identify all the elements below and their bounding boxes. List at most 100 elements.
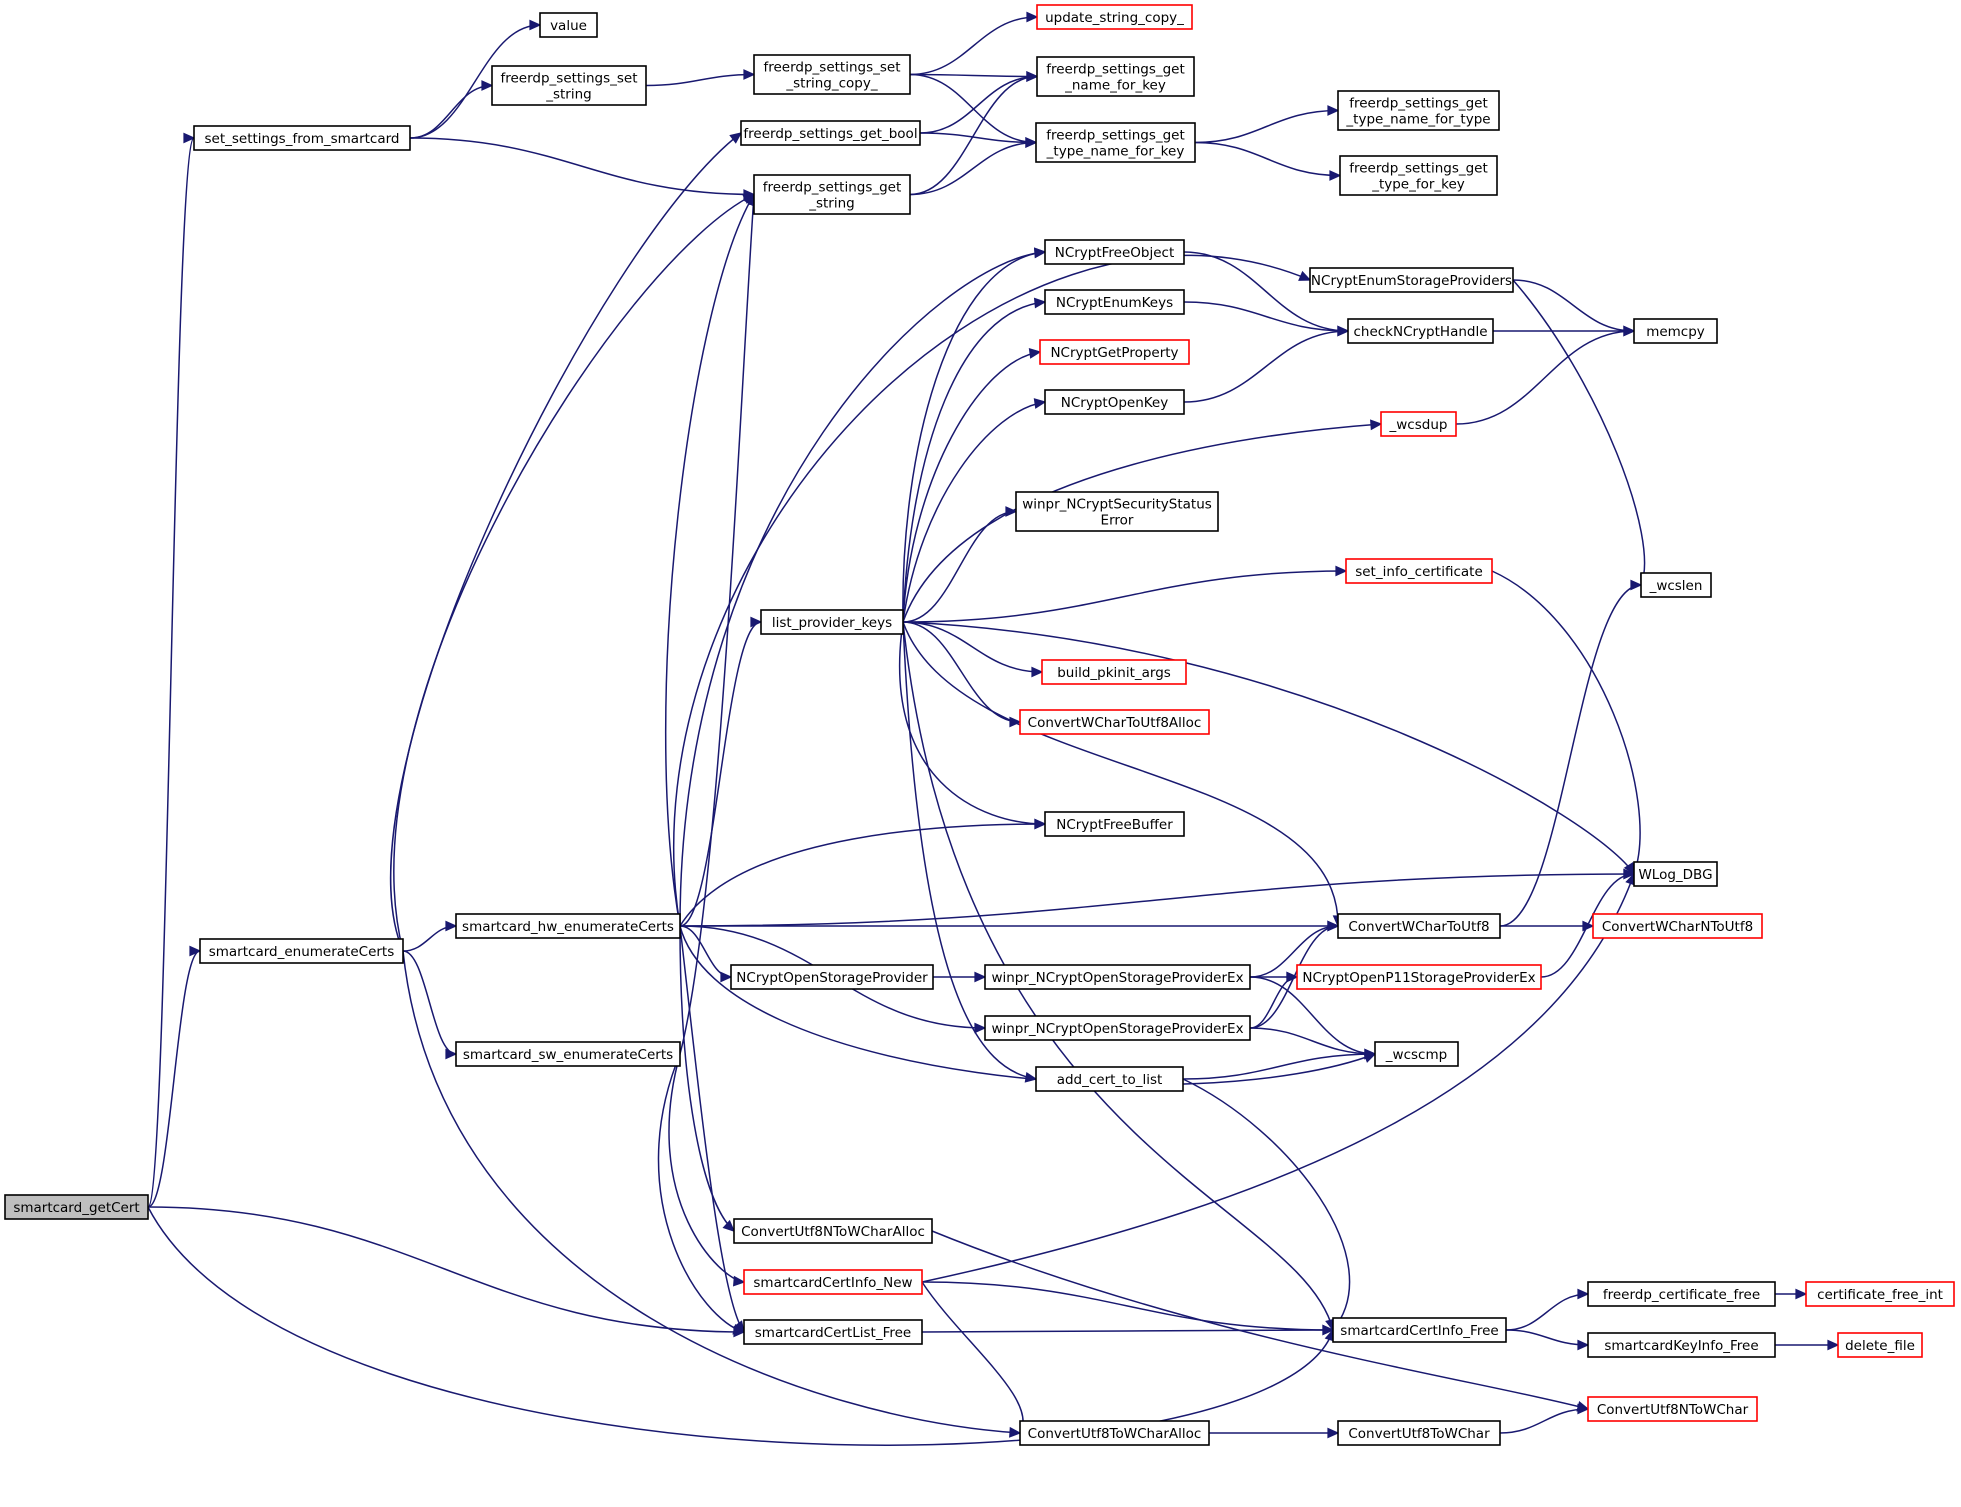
node-label: freerdp_settings_set (763, 60, 900, 76)
node-freerdp-settings-get-name-for-key[interactable]: freerdp_settings_get_name_for_key (1036, 56, 1195, 97)
edge-line (409, 24, 541, 139)
edge-line (679, 925, 745, 1333)
arrowhead-icon (1370, 419, 1383, 431)
arrowhead-icon (1630, 579, 1643, 591)
node-label: ConvertUtf8NToWCharAlloc (741, 1224, 925, 1240)
node-label: ConvertWCharToUtf8Alloc (1028, 715, 1202, 731)
edge-set_settings_from_smartcard-to-value (409, 19, 542, 139)
edge-freerdp_settings_get_type_name_for_key-to-freerdp_settings_get_type_name_for_type (1194, 105, 1340, 144)
node-box (733, 1218, 933, 1244)
arrowhead-icon (732, 1323, 746, 1335)
node-box (1374, 1041, 1459, 1067)
node-winpr-ncryptopenstorageproviderex-2[interactable]: winpr_NCryptOpenStorageProviderEx (984, 1015, 1251, 1041)
node-freerdp-settings-get-type-name-for-type[interactable]: freerdp_settings_get_type_name_for_type (1337, 90, 1500, 131)
node-convertwchartoutf8[interactable]: ConvertWCharToUtf8 (1337, 913, 1501, 939)
node-memcpy[interactable]: memcpy (1633, 318, 1718, 344)
edge-ConvertWCharToUtf8-to-_wcslen (1499, 579, 1643, 927)
node-convertutf8ntowchar[interactable]: ConvertUtf8NToWChar (1587, 1396, 1758, 1422)
arrowhead-icon (1623, 868, 1636, 880)
node-checkncrypthandle[interactable]: checkNCryptHandle (1347, 318, 1494, 344)
node-label: smartcardCertInfo_Free (1340, 1323, 1498, 1339)
edge-list_provider_keys-to-add_cert_to_list (902, 621, 1038, 1083)
node-label: freerdp_settings_get (1349, 96, 1488, 112)
node-label: NCryptEnumKeys (1056, 295, 1173, 311)
node-add-cert-to-list[interactable]: add_cert_to_list (1035, 1066, 1184, 1092)
node-set-info-certificate[interactable]: set_info_certificate (1345, 558, 1493, 584)
node-label: _string_copy_ (785, 76, 877, 92)
node-smartcardcertinfo-free[interactable]: smartcardCertInfo_Free (1332, 1317, 1507, 1343)
arrowhead-icon (1329, 170, 1342, 181)
edge-line (1194, 141, 1341, 177)
node-label: smartcard_sw_enumerateCerts (463, 1047, 673, 1063)
node-smartcard-hw-enumeratecerts[interactable]: smartcard_hw_enumerateCerts (455, 913, 681, 939)
arrowhead-icon (1031, 666, 1044, 678)
node-freerdp-settings-get-bool[interactable]: freerdp_settings_get_bool (740, 120, 921, 146)
node-smartcardcertinfo-new[interactable]: smartcardCertInfo_New (743, 1269, 923, 1295)
arrowhead-icon (529, 19, 542, 31)
node-convertutf8towcharalloc[interactable]: ConvertUtf8ToWCharAlloc (1019, 1420, 1210, 1446)
node-freerdp-settings-get-type-name-for-key[interactable]: freerdp_settings_get_type_name_for_key (1035, 122, 1196, 163)
edge-list_provider_keys-to-winpr_NCryptSecurityStatusError (902, 506, 1018, 623)
edge-NCryptOpenStorageProvider-to-winpr_NCryptOpenStorageProviderEx_1 (933, 971, 987, 983)
arrowhead-icon (720, 971, 733, 983)
edge-line (921, 1329, 1334, 1333)
edge-line (1455, 330, 1635, 425)
node-ncryptenumkeys[interactable]: NCryptEnumKeys (1044, 289, 1185, 315)
node-label: NCryptFreeBuffer (1056, 817, 1173, 833)
edge-list_provider_keys-to-set_info_certificate (902, 565, 1348, 623)
node-ncryptfreebuffer[interactable]: NCryptFreeBuffer (1044, 811, 1185, 837)
edge-line (1183, 301, 1349, 332)
node-build-pkinit-args[interactable]: build_pkinit_args (1041, 659, 1187, 685)
node-ncryptopenkey[interactable]: NCryptOpenKey (1044, 389, 1185, 415)
node-smartcard-sw-enumeratecerts[interactable]: smartcard_sw_enumerateCerts (455, 1041, 681, 1067)
node-box (1337, 1420, 1501, 1446)
arrowhead-icon (1327, 105, 1340, 116)
node-label: NCryptOpenP11StorageProviderEx (1302, 970, 1535, 986)
edge-line (679, 873, 1635, 927)
edge-line (902, 401, 1046, 623)
arrowhead-icon (183, 132, 196, 144)
node-list-provider-keys[interactable]: list_provider_keys (760, 609, 904, 635)
node-convertutf8ntowcharalloc[interactable]: ConvertUtf8NToWCharAlloc (733, 1218, 933, 1244)
node-ncryptopenstorageprovider[interactable]: NCryptOpenStorageProvider (730, 964, 934, 990)
node-freerdp-certificate-free[interactable]: freerdp_certificate_free (1587, 1281, 1776, 1307)
node-update-string-copy-[interactable]: update_string_copy_ (1036, 4, 1193, 30)
edge-NCryptEnumStorageProviders-to-memcpy (1512, 279, 1636, 337)
node-label: winpr_NCryptOpenStorageProviderEx (991, 970, 1243, 986)
node-winpr-ncryptopenstorageproviderex-1[interactable]: winpr_NCryptOpenStorageProviderEx (984, 964, 1251, 990)
node-certificate-free-int[interactable]: certificate_free_int (1805, 1281, 1955, 1307)
edge-line (902, 510, 1017, 623)
node-smartcard-enumeratecerts[interactable]: smartcard_enumerateCerts (199, 938, 404, 964)
node-wlog-dbg[interactable]: WLog_DBG (1633, 861, 1718, 887)
node-convertutf8towchar[interactable]: ConvertUtf8ToWChar (1337, 1420, 1501, 1446)
node-smartcardkeyinfo-free[interactable]: smartcardKeyInfo_Free (1587, 1332, 1776, 1358)
node-set-settings-from-smartcard[interactable]: set_settings_from_smartcard (193, 125, 411, 151)
node-freerdp-settings-set-string-copy-[interactable]: freerdp_settings_set_string_copy_ (753, 54, 911, 95)
node-smartcardcertlist-free[interactable]: smartcardCertList_Free (743, 1319, 923, 1345)
edge-NCryptEnumStorageProviders-to-_wcslen (1512, 279, 1651, 587)
node--wcscmp[interactable]: _wcscmp (1374, 1041, 1459, 1067)
node-box (1345, 558, 1493, 584)
node-box (1640, 572, 1712, 598)
node-freerdp-settings-get-string[interactable]: freerdp_settings_get_string (753, 174, 911, 215)
node-box (1019, 709, 1210, 735)
node-value[interactable]: value (539, 12, 598, 38)
edge-list_provider_keys-to-NCryptFreeBuffer (898, 621, 1047, 830)
node-convertwchartoutf8alloc[interactable]: ConvertWCharToUtf8Alloc (1019, 709, 1210, 735)
node-label: freerdp_settings_get (1046, 128, 1185, 144)
node-label: NCryptEnumStorageProviders (1311, 273, 1512, 289)
node--wcsdup[interactable]: _wcsdup (1380, 411, 1457, 437)
node-freerdp-settings-set-string[interactable]: freerdp_settings_set_string (491, 65, 647, 106)
arrowhead-icon (1364, 1048, 1377, 1060)
node-ncryptopenp11storageproviderex[interactable]: NCryptOpenP11StorageProviderEx (1296, 964, 1542, 990)
node-ncryptenumstorageproviders[interactable]: NCryptEnumStorageProviders (1309, 267, 1514, 293)
node-convertwcharntoutf8[interactable]: ConvertWCharNToUtf8 (1592, 913, 1763, 939)
node-delete-file[interactable]: delete_file (1837, 1332, 1923, 1358)
node-ncryptgetproperty[interactable]: NCryptGetProperty (1039, 339, 1190, 365)
node-freerdp-settings-get-type-for-key[interactable]: freerdp_settings_get_type_for_key (1339, 155, 1498, 196)
node--wcslen[interactable]: _wcslen (1640, 572, 1712, 598)
node-ncryptfreeobject[interactable]: NCryptFreeObject (1044, 239, 1185, 265)
arrowhead-icon (1577, 1403, 1590, 1415)
node-box (730, 964, 934, 990)
